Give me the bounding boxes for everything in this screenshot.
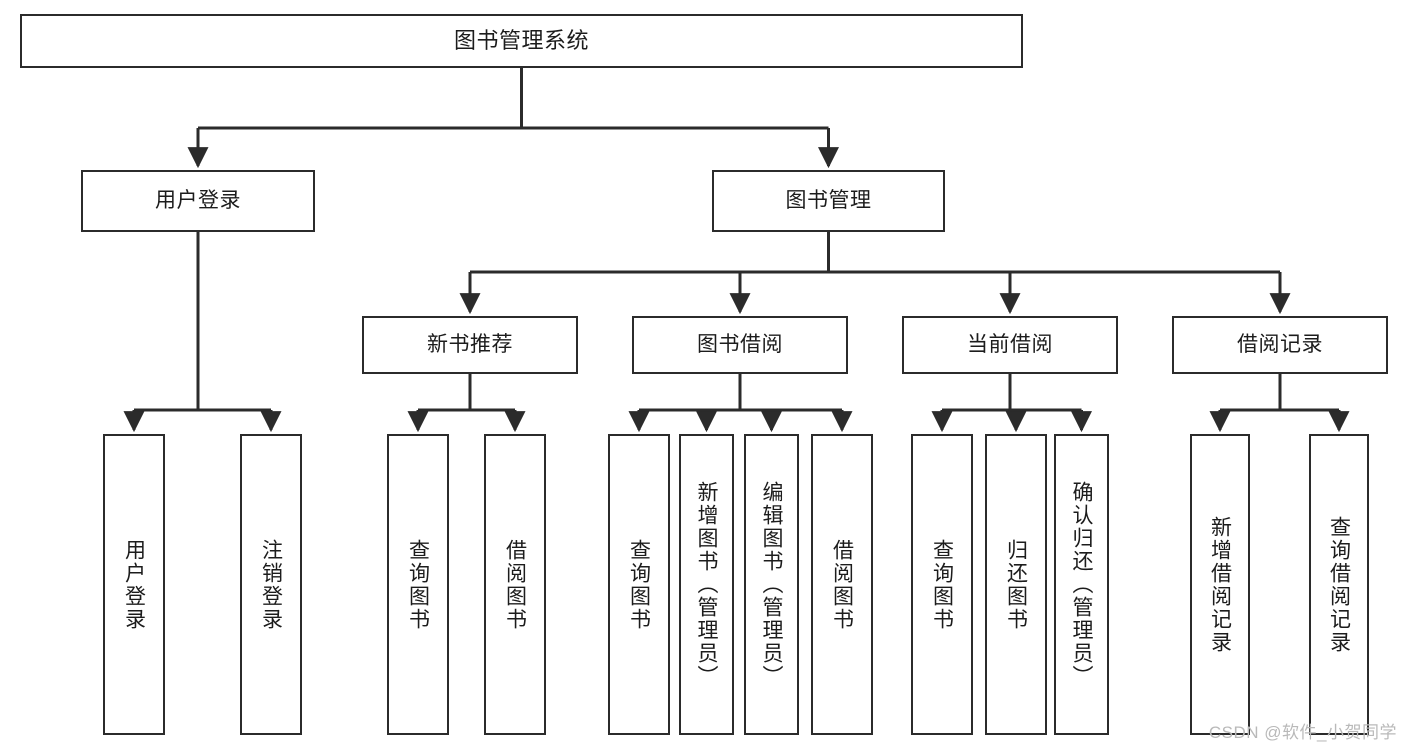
leaf-user-login-label: 用户登录 [122, 538, 146, 631]
leaf-edit-book[interactable]: 编辑图书（管理员） [744, 434, 799, 735]
leaf-user-logout[interactable]: 注销登录 [240, 434, 302, 735]
leaf-query-borrow-record-label: 查询借阅记录 [1327, 515, 1351, 654]
node-borrow-record[interactable]: 借阅记录 [1172, 316, 1388, 374]
leaf-add-book[interactable]: 新增图书（管理员） [679, 434, 734, 735]
node-borrow-record-label: 借阅记录 [1237, 333, 1323, 357]
leaf-query-borrow-record[interactable]: 查询借阅记录 [1309, 434, 1369, 735]
leaf-add-book-label: 新增图书（管理员） [695, 481, 718, 688]
node-book-borrow[interactable]: 图书借阅 [632, 316, 848, 374]
leaf-borrow-book-label: 借阅图书 [830, 538, 854, 631]
node-book-borrow-label: 图书借阅 [697, 333, 783, 357]
node-root[interactable]: 图书管理系统 [20, 14, 1023, 68]
leaf-user-login[interactable]: 用户登录 [103, 434, 165, 735]
leaf-borrow-book-recommend-label: 借阅图书 [503, 538, 527, 631]
leaf-user-logout-label: 注销登录 [259, 538, 283, 631]
csdn-watermark: CSDN @软件_小贺同学 [1208, 723, 1397, 742]
leaf-borrow-book[interactable]: 借阅图书 [811, 434, 873, 735]
leaf-edit-book-label: 编辑图书（管理员） [760, 481, 783, 688]
leaf-add-borrow-record[interactable]: 新增借阅记录 [1190, 434, 1250, 735]
leaf-query-book-recommend[interactable]: 查询图书 [387, 434, 449, 735]
node-book-manage-label: 图书管理 [785, 189, 872, 213]
node-user-login-label: 用户登录 [155, 189, 241, 213]
node-new-book-recommend[interactable]: 新书推荐 [362, 316, 578, 374]
leaf-query-book-recommend-label: 查询图书 [406, 538, 430, 631]
node-root-label: 图书管理系统 [453, 27, 589, 53]
node-current-borrow[interactable]: 当前借阅 [902, 316, 1118, 374]
leaf-return-book-label: 归还图书 [1004, 538, 1028, 631]
node-book-manage[interactable]: 图书管理 [712, 170, 945, 232]
leaf-borrow-book-recommend[interactable]: 借阅图书 [484, 434, 546, 735]
leaf-confirm-return-label: 确认归还（管理员） [1070, 481, 1093, 688]
leaf-return-book[interactable]: 归还图书 [985, 434, 1047, 735]
leaf-add-borrow-record-label: 新增借阅记录 [1208, 515, 1232, 654]
node-new-book-recommend-label: 新书推荐 [427, 333, 513, 357]
leaf-confirm-return[interactable]: 确认归还（管理员） [1054, 434, 1109, 735]
leaf-query-book-borrow-label: 查询图书 [627, 538, 651, 631]
leaf-query-book-current[interactable]: 查询图书 [911, 434, 973, 735]
node-user-login[interactable]: 用户登录 [81, 170, 315, 232]
leaf-query-book-borrow[interactable]: 查询图书 [608, 434, 670, 735]
node-current-borrow-label: 当前借阅 [967, 333, 1053, 357]
leaf-query-book-current-label: 查询图书 [930, 538, 954, 631]
